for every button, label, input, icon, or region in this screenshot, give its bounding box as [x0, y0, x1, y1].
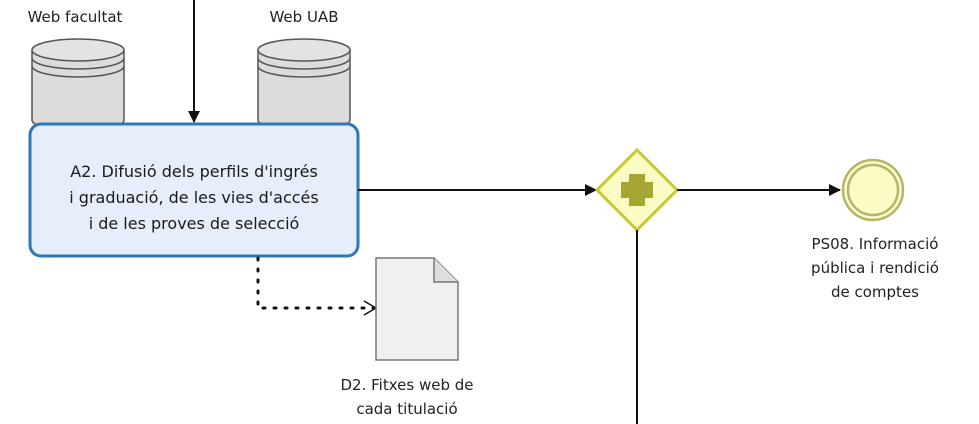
task-line: A2. Difusió dels perfils d'ingrés	[70, 162, 318, 181]
data-store-web-facultat	[31, 38, 125, 132]
end-event-line: PS08. Informació	[811, 235, 939, 253]
end-event-line: de comptes	[830, 283, 919, 301]
association-task-to-document	[256, 256, 378, 308]
end-event-label: PS08. Informació pública i rendició de c…	[790, 232, 960, 304]
document-icon	[375, 257, 459, 361]
task-line: i de les proves de selecció	[88, 214, 300, 233]
document-line: D2. Fitxes web de	[340, 376, 474, 394]
task-a2-label: A2. Difusió dels perfils d'ingrés i grad…	[32, 142, 356, 254]
document-line: cada titulació	[356, 400, 458, 418]
data-store-label-web-facultat: Web facultat	[27, 8, 123, 26]
end-event-ps08[interactable]	[841, 158, 905, 222]
parallel-gateway[interactable]	[594, 147, 680, 233]
task-line: i graduació, de les vies d'accés	[69, 188, 319, 207]
data-store-web-uab	[257, 38, 351, 132]
data-store-label-web-uab: Web UAB	[269, 8, 339, 26]
document-label: D2. Fitxes web de cada titulació	[322, 373, 492, 421]
end-event-line: pública i rendició	[811, 259, 939, 277]
